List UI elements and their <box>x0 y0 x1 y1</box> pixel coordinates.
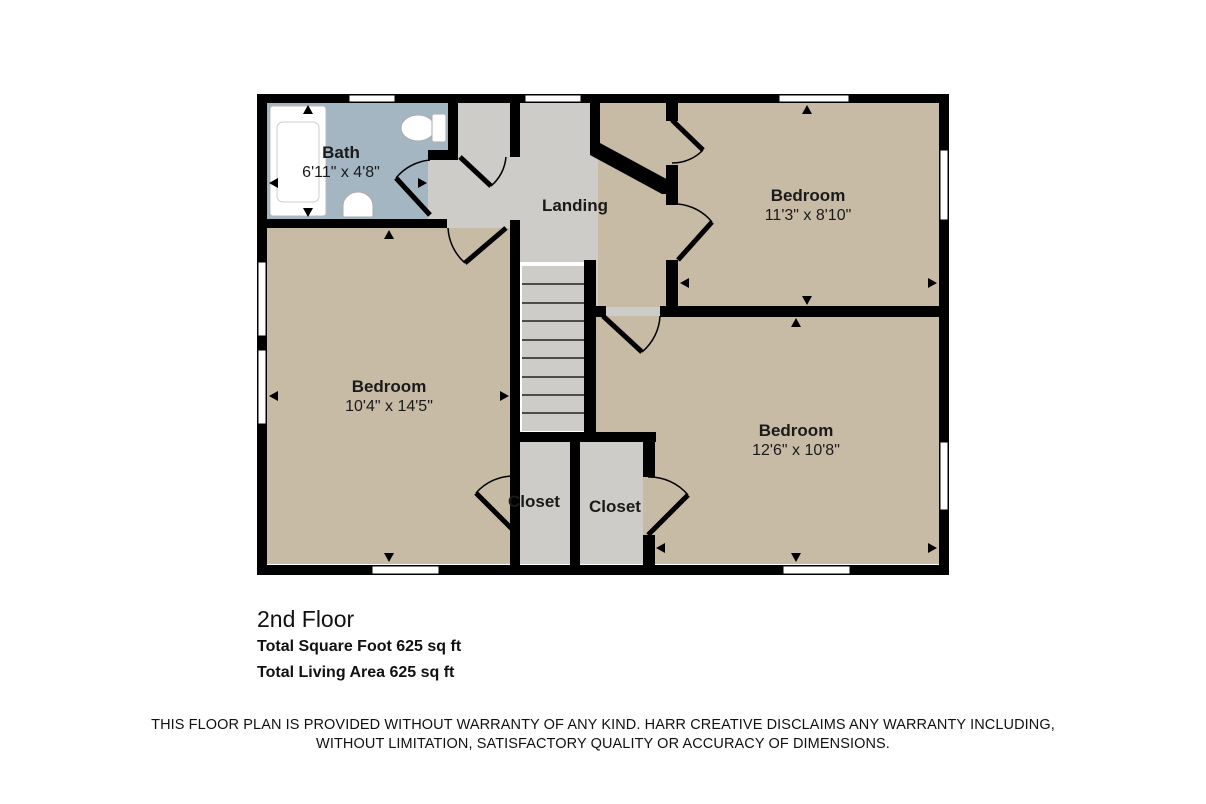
doors <box>394 118 714 537</box>
window <box>257 261 267 337</box>
top-right-bedroom-door <box>676 220 714 262</box>
window <box>371 565 440 575</box>
small-closet-floor <box>458 103 510 155</box>
floor-fills <box>267 103 939 564</box>
room-label-closet-left: Closet <box>508 492 560 513</box>
dimension-markers <box>269 105 937 562</box>
room-name: Bedroom <box>770 186 846 205</box>
window <box>257 349 267 425</box>
closet-right-floor <box>580 441 643 564</box>
room-dimensions: 10'4" x 14'5" <box>345 398 433 415</box>
toilet-tank <box>431 113 447 143</box>
room-name: Landing <box>541 196 609 215</box>
disclaimer: THIS FLOOR PLAN IS PROVIDED WITHOUT WARR… <box>0 716 1206 754</box>
room-label-closet-right: Closet <box>589 497 641 518</box>
disclaimer-line-1: THIS FLOOR PLAN IS PROVIDED WITHOUT WARR… <box>151 717 1055 733</box>
window <box>782 565 851 575</box>
room-name: Closet <box>508 492 560 511</box>
bath-fixtures <box>269 105 447 218</box>
right-closet-door <box>646 493 690 537</box>
bottom-right-bedroom-door <box>601 314 644 354</box>
window <box>348 94 396 103</box>
toilet-bowl <box>400 114 436 142</box>
window <box>778 94 850 103</box>
windows <box>257 94 949 575</box>
left-closet-door <box>474 491 517 534</box>
bedroom-left-floor <box>267 228 512 564</box>
room-name: Bedroom <box>351 377 427 396</box>
window <box>939 441 949 511</box>
total-living-area: Total Living Area 625 sq ft <box>257 664 455 681</box>
walls <box>257 94 949 575</box>
window <box>524 94 582 103</box>
room-label-landing: Landing <box>542 196 608 216</box>
closet-left-floor <box>518 441 570 564</box>
room-label-bedroom-left: Bedroom 10'4" x 14'5" <box>345 377 433 417</box>
room-label-bedroom-top-right: Bedroom 11'3" x 8'10" <box>765 186 852 226</box>
disclaimer-line-2: WITHOUT LIMITATION, SATISFACTORY QUALITY… <box>316 736 890 752</box>
total-square-foot: Total Square Foot 625 sq ft <box>257 638 462 655</box>
bath-door <box>394 176 432 217</box>
bedroom-left-door <box>463 226 508 265</box>
room-dimensions: 6'11" x 4'8" <box>302 164 380 181</box>
floor-title: 2nd Floor <box>257 606 355 632</box>
sink <box>342 191 374 218</box>
window <box>939 149 949 221</box>
room-dimensions: 11'3" x 8'10" <box>764 207 852 224</box>
room-label-bath: Bath 6'11" x 4'8" <box>302 143 380 183</box>
bedroom-top-right-floor <box>598 103 939 307</box>
small-closet-door <box>458 155 493 188</box>
room-name: Bedroom <box>758 421 834 440</box>
stairs <box>522 283 584 414</box>
room-dimensions: 12'6" x 10'8" <box>752 442 840 459</box>
room-name: Closet <box>589 497 641 516</box>
room-label-bedroom-bottom-right: Bedroom 12'6" x 10'8" <box>752 421 840 461</box>
stairs-floor <box>522 266 584 431</box>
top-right-closet-door <box>670 118 705 152</box>
room-name: Bath <box>322 143 360 162</box>
